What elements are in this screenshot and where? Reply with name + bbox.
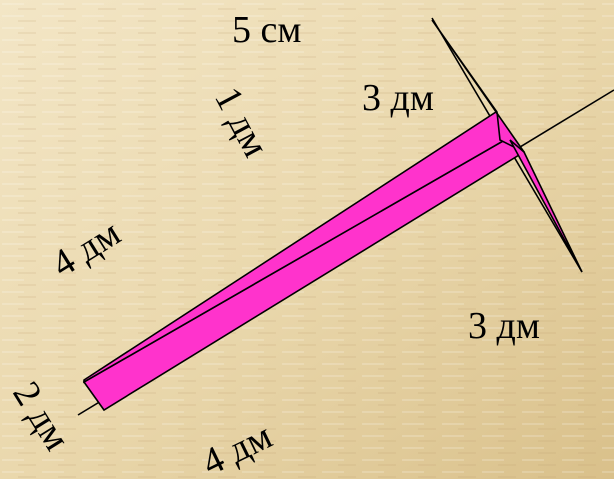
crossbar-upper-wedge <box>431 19 525 153</box>
crossbar-lower-wedge <box>509 139 583 273</box>
label-top-right: 3 дм <box>362 77 434 119</box>
label-right-bottom: 3 дм <box>468 305 540 347</box>
label-top: 5 см <box>232 9 301 51</box>
